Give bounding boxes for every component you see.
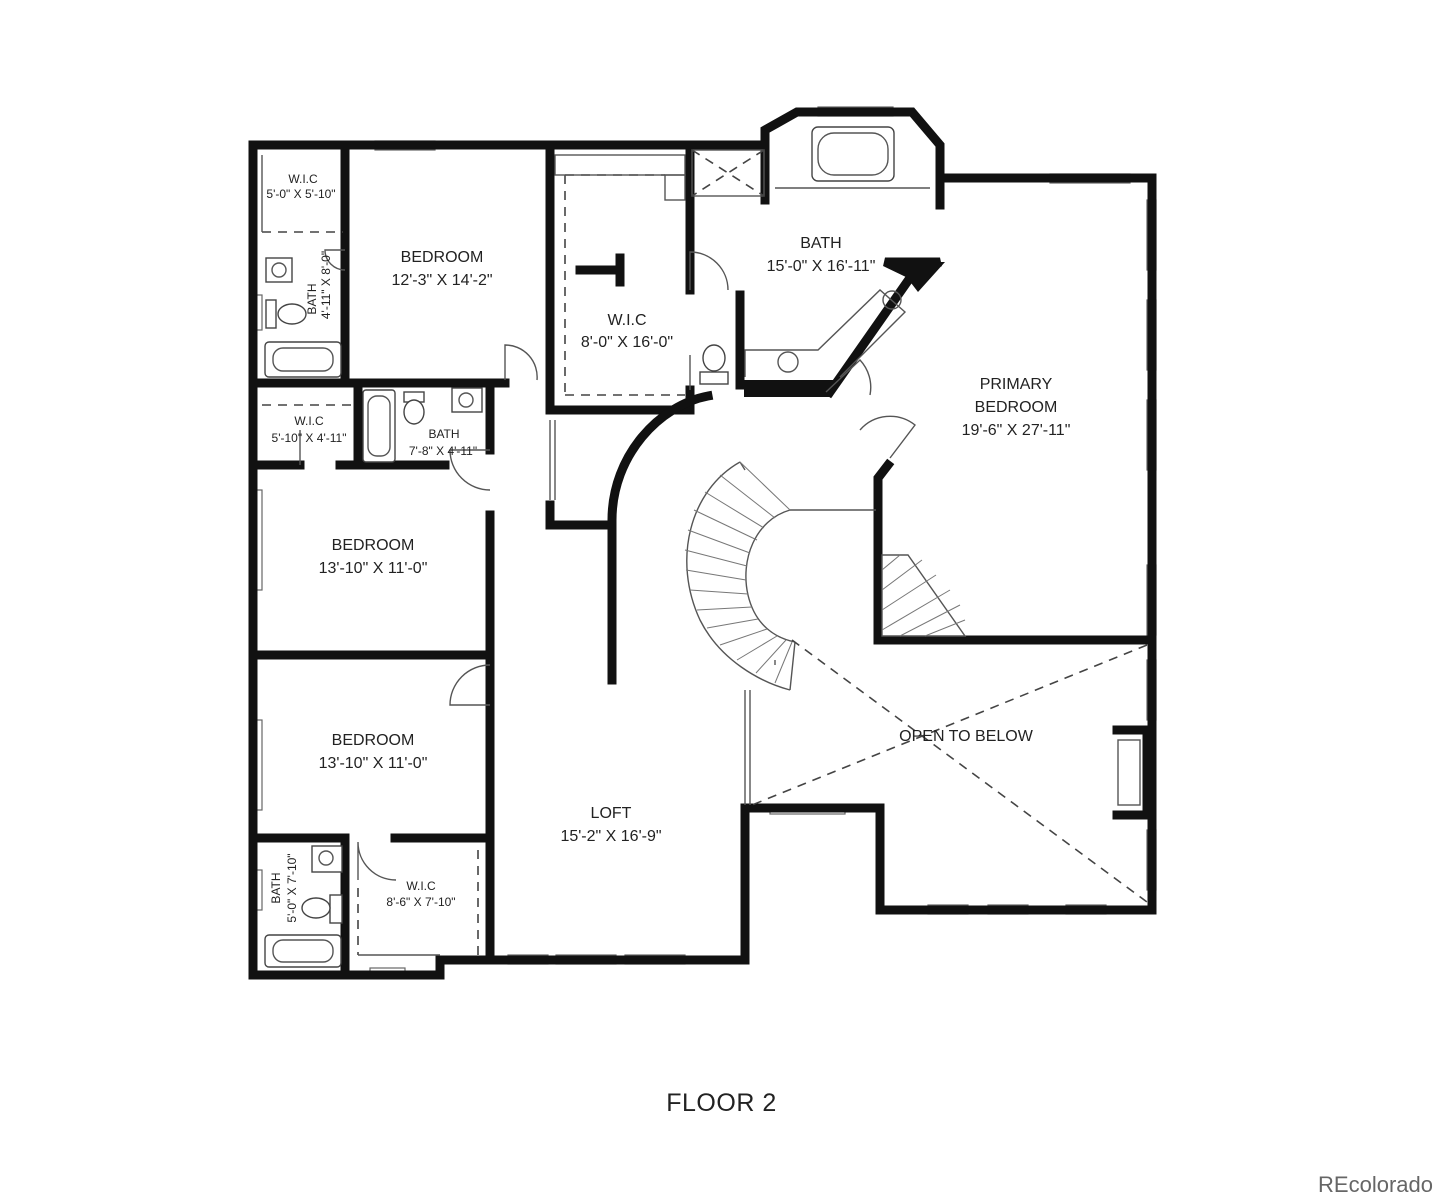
exterior-walls bbox=[248, 107, 1157, 980]
primary-bath-wall-mass bbox=[744, 380, 840, 397]
room-labels: BEDROOM 12'-3" X 14'-2" W.I.C 5'-0" X 5'… bbox=[266, 172, 1070, 923]
door-swings bbox=[324, 249, 916, 881]
primary-bedroom-name: PRIMARY bbox=[980, 376, 1053, 393]
primary-bedroom-size: 19'-6" X 27'-11" bbox=[962, 422, 1071, 439]
primary-bedroom-name-2: BEDROOM bbox=[975, 399, 1058, 416]
bedroom-low-size: 13'-10" X 11'-0" bbox=[319, 755, 428, 772]
bath-low-size: 5'-0" X 7'-10" bbox=[285, 853, 299, 922]
bath-low-name: BATH bbox=[269, 872, 283, 903]
interior-walls bbox=[248, 140, 1157, 980]
primary-bath-wedge bbox=[895, 262, 945, 292]
loft-size: 15'-2" X 16'-9" bbox=[560, 828, 661, 845]
bedroom-low-name: BEDROOM bbox=[332, 732, 415, 749]
bedroom-top-size: 12'-3" X 14'-2" bbox=[391, 272, 492, 289]
bedroom-mid-size: 13'-10" X 11'-0" bbox=[319, 560, 428, 577]
primary-bath-size: 15'-0" X 16'-11" bbox=[767, 258, 876, 275]
loft-name: LOFT bbox=[591, 805, 632, 822]
bath-top-left-name: BATH bbox=[305, 283, 319, 314]
bath-mid-name: BATH bbox=[428, 427, 459, 441]
wic-top-left-name: W.I.C bbox=[288, 172, 318, 186]
wic-center-size: 8'-0" X 16'-0" bbox=[581, 334, 673, 351]
bath-top-left-size: 4'-11" X 8'-0" bbox=[319, 251, 333, 319]
open-to-below-label: OPEN TO BELOW bbox=[899, 728, 1034, 745]
wic-mid-left-size: 5'-10" X 4'-11" bbox=[272, 431, 347, 445]
open-to-below-diagonals bbox=[751, 639, 1148, 903]
wic-low-size: 8'-6" X 7'-10" bbox=[386, 895, 455, 909]
watermark: REcolorado bbox=[1318, 1172, 1433, 1197]
fixtures bbox=[261, 126, 1141, 968]
wic-mid-left-name: W.I.C bbox=[294, 414, 324, 428]
staircase bbox=[684, 461, 876, 805]
wic-top-left-size: 5'-0" X 5'-10" bbox=[266, 187, 335, 201]
bedroom-mid-name: BEDROOM bbox=[332, 537, 415, 554]
bedroom-top-name: BEDROOM bbox=[401, 249, 484, 266]
wic-center-name: W.I.C bbox=[607, 312, 646, 329]
wic-low-name: W.I.C bbox=[406, 879, 436, 893]
bath-mid-size: 7'-8" X 4'-11" bbox=[409, 444, 477, 458]
floor-label: FLOOR 2 bbox=[666, 1089, 777, 1117]
primary-bath-name: BATH bbox=[800, 235, 841, 252]
